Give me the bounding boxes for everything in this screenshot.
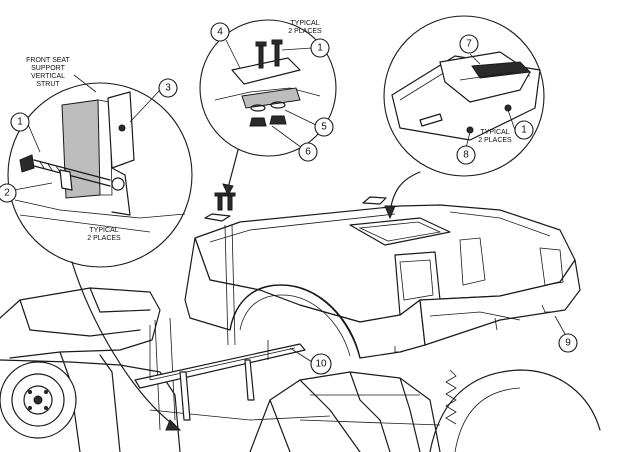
callout-1-left: 1 bbox=[17, 117, 23, 128]
label-typical-left-2: 2 PLACES bbox=[87, 235, 121, 242]
callout-5-top: 5 bbox=[321, 122, 327, 133]
callout-6-top: 6 bbox=[305, 147, 311, 158]
label-typical-left-1: TYPICAL bbox=[89, 227, 118, 234]
callout-1-top: 1 bbox=[317, 43, 323, 54]
label-typical-right-2: 2 PLACES bbox=[478, 137, 512, 144]
label-front-seat-line1: FRONT SEAT bbox=[26, 57, 70, 64]
label-front-seat-line2: SUPPORT bbox=[31, 65, 65, 72]
label-front-seat-line3: VERTICAL bbox=[31, 73, 65, 80]
callout-3-left: 3 bbox=[165, 83, 171, 94]
detail-top-bolts: TYPICAL 2 PLACES 4 1 5 6 bbox=[199, 19, 337, 197]
detail-left-strut: FRONT SEAT SUPPORT VERTICAL STRUT TYPICA… bbox=[0, 57, 193, 268]
body-bolts bbox=[214, 192, 236, 211]
rear-body bbox=[184, 196, 581, 359]
callout-2-left: 2 bbox=[4, 188, 10, 199]
detail-right-bracket: TYPICAL 2 PLACES 7 1 8 bbox=[383, 15, 545, 220]
label-typical-top-2: 2 PLACES bbox=[288, 28, 322, 35]
callout-7-right: 7 bbox=[466, 39, 472, 50]
label-typical-top-1: TYPICAL bbox=[290, 20, 319, 27]
callout-10-body: 10 bbox=[315, 359, 327, 370]
front-wheel bbox=[0, 361, 77, 439]
callout-4-top: 4 bbox=[217, 27, 223, 38]
callout-8-right: 8 bbox=[463, 150, 469, 161]
label-typical-right-1: TYPICAL bbox=[480, 129, 509, 136]
label-front-seat-line4: STRUT bbox=[36, 81, 60, 88]
support-bracket bbox=[134, 224, 306, 421]
callout-9-body: 9 bbox=[565, 338, 571, 349]
left-detail-arrowhead bbox=[165, 419, 182, 431]
vehicle-frame bbox=[0, 287, 601, 452]
callout-1-right: 1 bbox=[521, 125, 527, 136]
left-detail-arrow bbox=[71, 261, 176, 427]
body-callouts: 9 10 bbox=[289, 315, 578, 375]
